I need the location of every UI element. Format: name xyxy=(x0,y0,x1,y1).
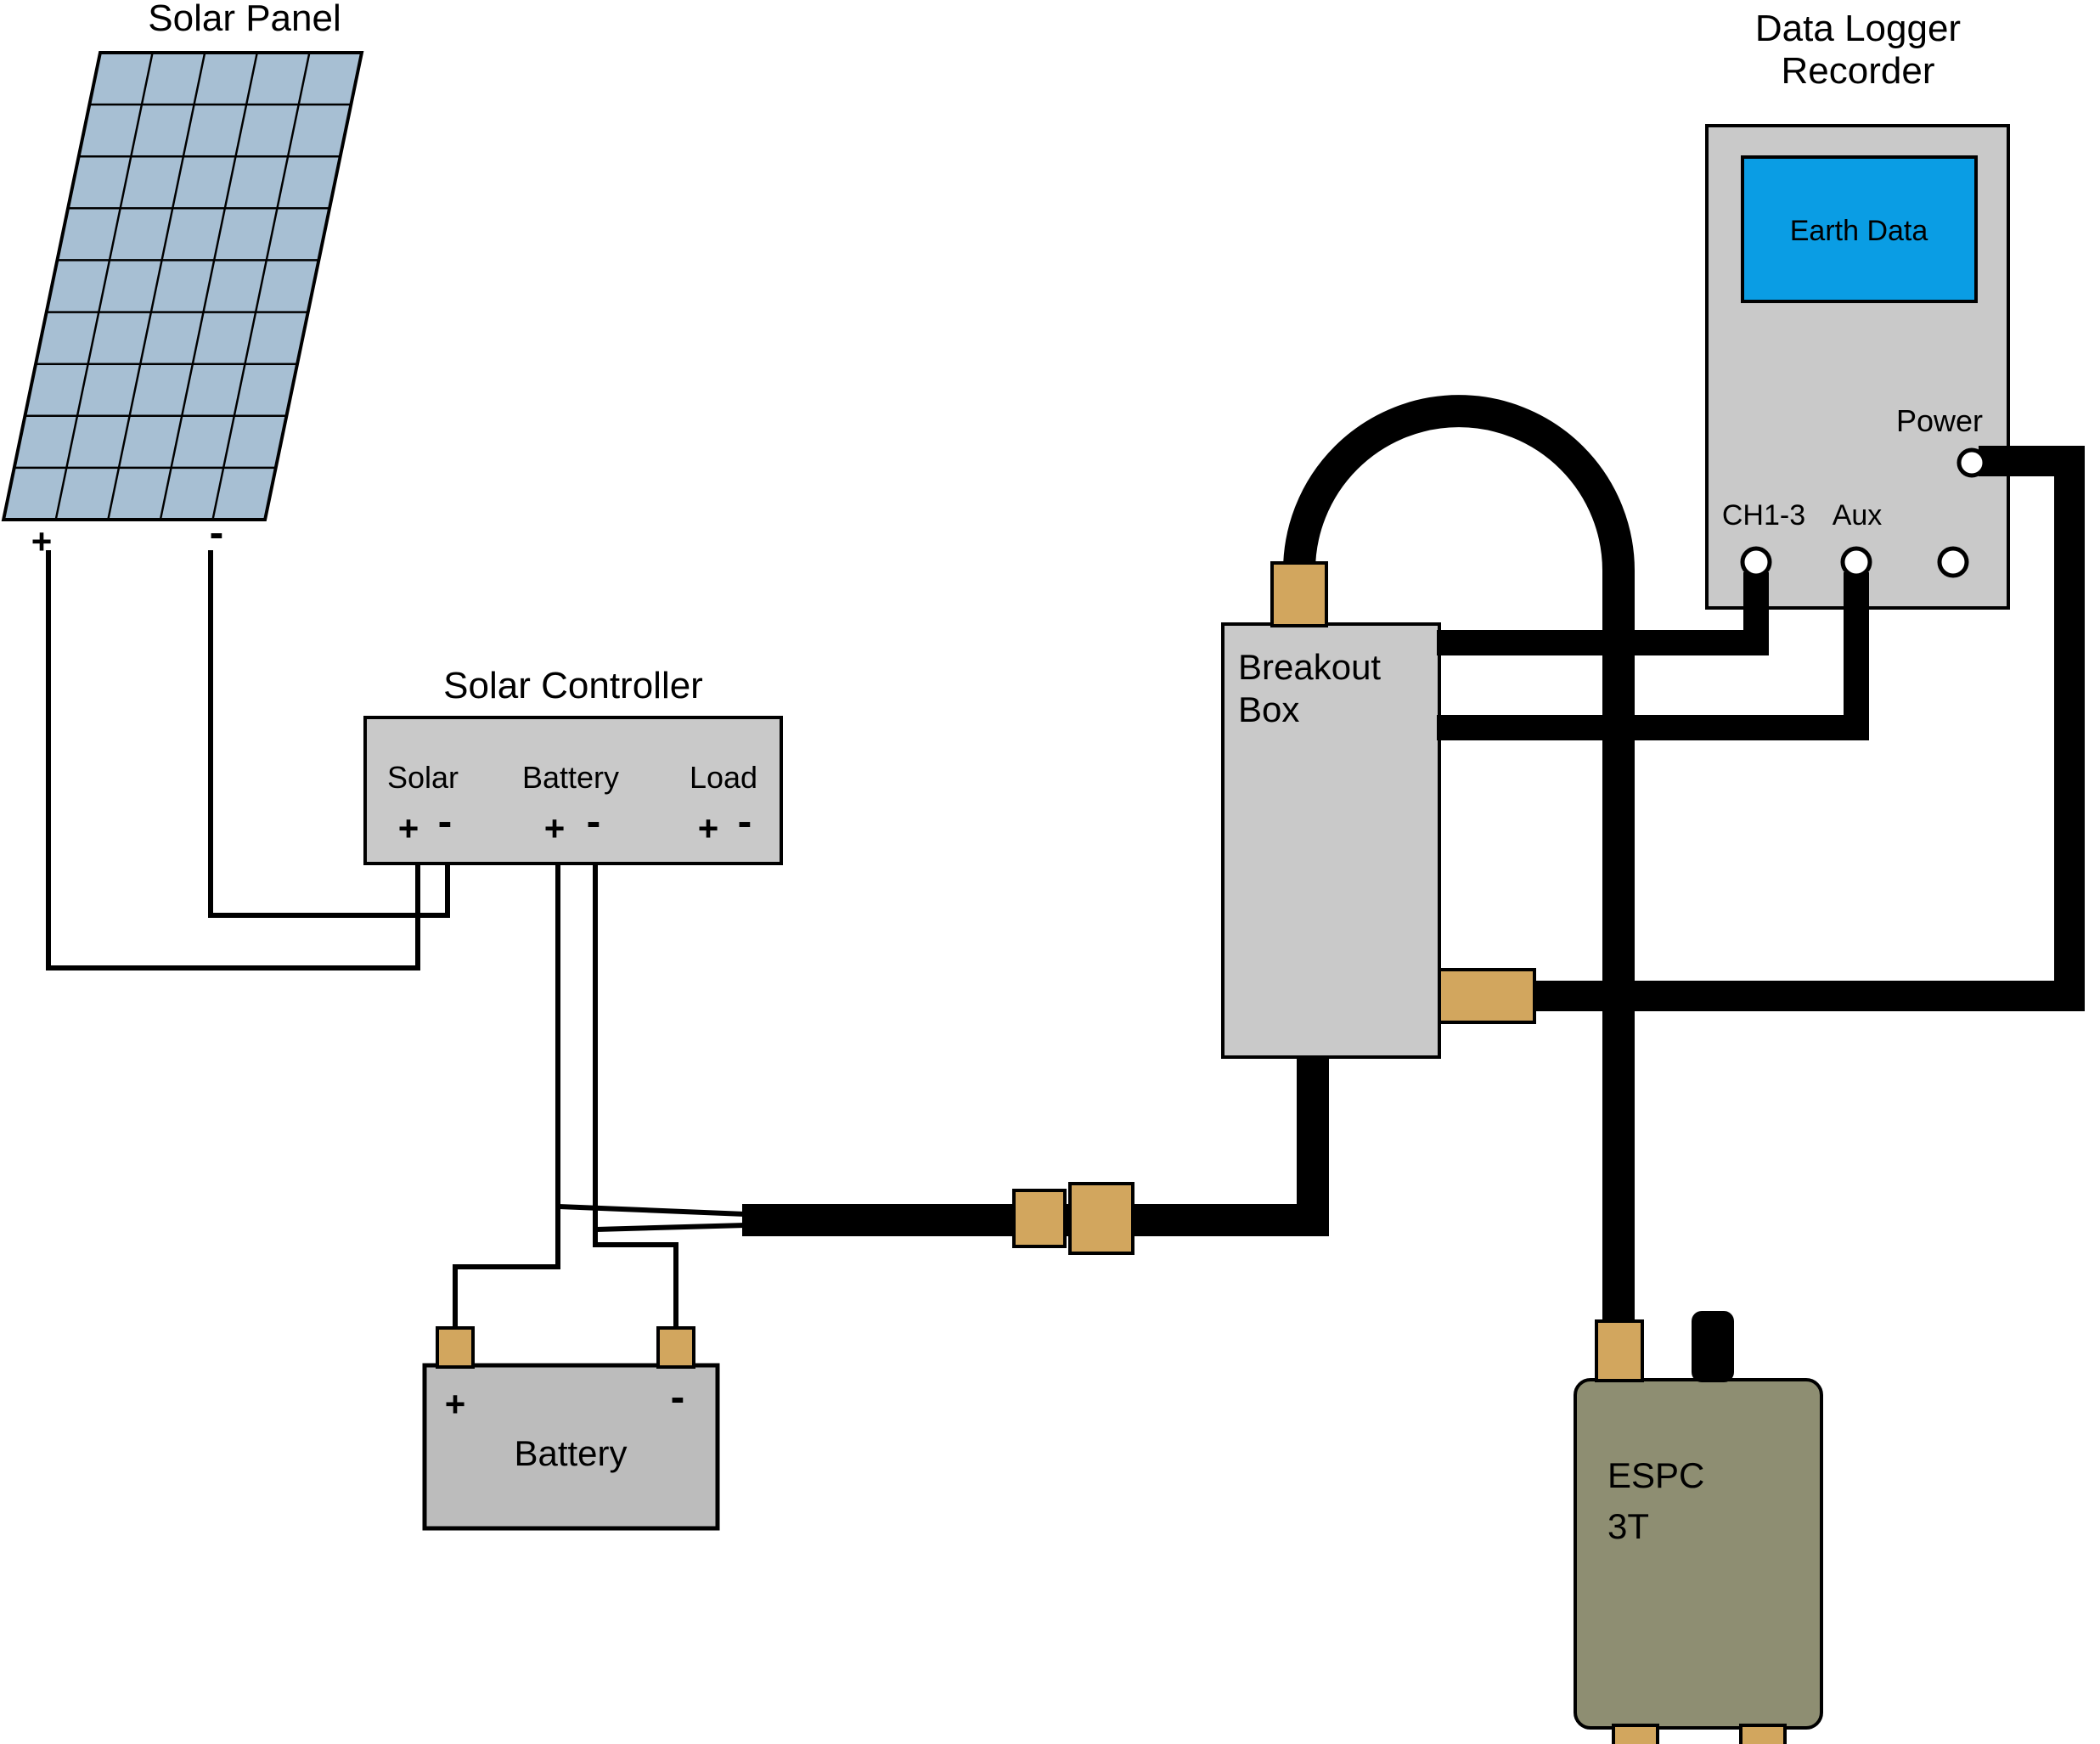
aux-port xyxy=(1840,546,1872,578)
controller-terminal-load-label: Load xyxy=(690,760,757,795)
battery-box xyxy=(422,1363,720,1531)
ch13-port xyxy=(1740,546,1772,578)
solar-plus-sign: + xyxy=(398,808,419,848)
espc-top-connector xyxy=(1595,1319,1644,1382)
espc-label-line1: ESPC xyxy=(1607,1455,1704,1495)
wire-panel-minus-to-controller xyxy=(208,550,450,918)
aux-label: Aux xyxy=(1833,499,1883,532)
inline-connector-right xyxy=(1068,1182,1134,1255)
cable-breakout-to-aux xyxy=(1437,572,1869,740)
wire-tap-plus-to-cable xyxy=(558,1204,746,1217)
solar-panel-grid xyxy=(14,53,352,520)
cable-breakout-to-ch13 xyxy=(1437,572,1769,655)
battery-label: Battery xyxy=(514,1433,627,1473)
solar-panel xyxy=(1,51,364,521)
data-logger-screen xyxy=(1741,155,1978,303)
wire-controller-to-battery-minus xyxy=(593,864,678,1330)
solar-panel-minus-sign: - xyxy=(210,509,224,556)
solar-panel-body xyxy=(1,51,364,521)
load-minus-sign: - xyxy=(738,797,752,845)
battery-minus-sign: - xyxy=(587,797,601,845)
wire-tap-minus-to-cable xyxy=(595,1223,746,1232)
power-label: Power xyxy=(1896,403,1983,438)
wire-controller-to-battery-plus xyxy=(453,864,560,1330)
breakout-box-label-line1: Breakout xyxy=(1238,647,1381,687)
cable-breakout-to-espc xyxy=(1283,395,1635,1335)
ch13-label: CH1-3 xyxy=(1722,499,1805,532)
wire-panel-plus-to-controller xyxy=(46,550,420,970)
data-logger-label-line1: Data Logger xyxy=(1755,8,1961,49)
battery-terminal-plus xyxy=(436,1326,475,1369)
espc-bottom-connector-right xyxy=(1739,1724,1787,1744)
solar-panel-label: Solar Panel xyxy=(148,0,341,39)
cable-logger-power-to-breakout xyxy=(1535,446,2085,1011)
espc-sensor-box xyxy=(1574,1378,1823,1730)
power-port xyxy=(1956,447,1987,478)
solar-controller-label: Solar Controller xyxy=(443,665,703,706)
espc-bottom-connector-left xyxy=(1612,1724,1659,1744)
controller-terminal-battery-label: Battery xyxy=(522,760,619,795)
load-plus-sign: + xyxy=(698,808,719,848)
controller-terminal-solar-label: Solar xyxy=(387,760,459,795)
espc-top-plug xyxy=(1692,1311,1734,1382)
breakout-box xyxy=(1221,622,1441,1059)
battery-box-minus-sign: - xyxy=(671,1373,685,1421)
battery-plus-sign: + xyxy=(544,808,566,848)
breakout-box-label-line2: Box xyxy=(1238,689,1299,729)
breakout-top-connector xyxy=(1270,561,1328,627)
battery-box-plus-sign: + xyxy=(445,1384,466,1424)
espc-label-line2: 3T xyxy=(1607,1506,1649,1546)
solar-panel-plus-sign: + xyxy=(31,521,53,561)
spare-port xyxy=(1937,546,1969,578)
battery-terminal-minus xyxy=(656,1326,695,1369)
inline-connector-left xyxy=(1012,1189,1067,1248)
data-logger-label-line2: Recorder xyxy=(1782,50,1935,92)
cable-power-to-breakout xyxy=(742,1056,1329,1236)
data-logger-screen-text: Earth Data xyxy=(1790,215,1928,247)
breakout-right-connector xyxy=(1438,968,1536,1024)
solar-minus-sign: - xyxy=(438,797,453,845)
solar-controller-box xyxy=(363,716,783,865)
